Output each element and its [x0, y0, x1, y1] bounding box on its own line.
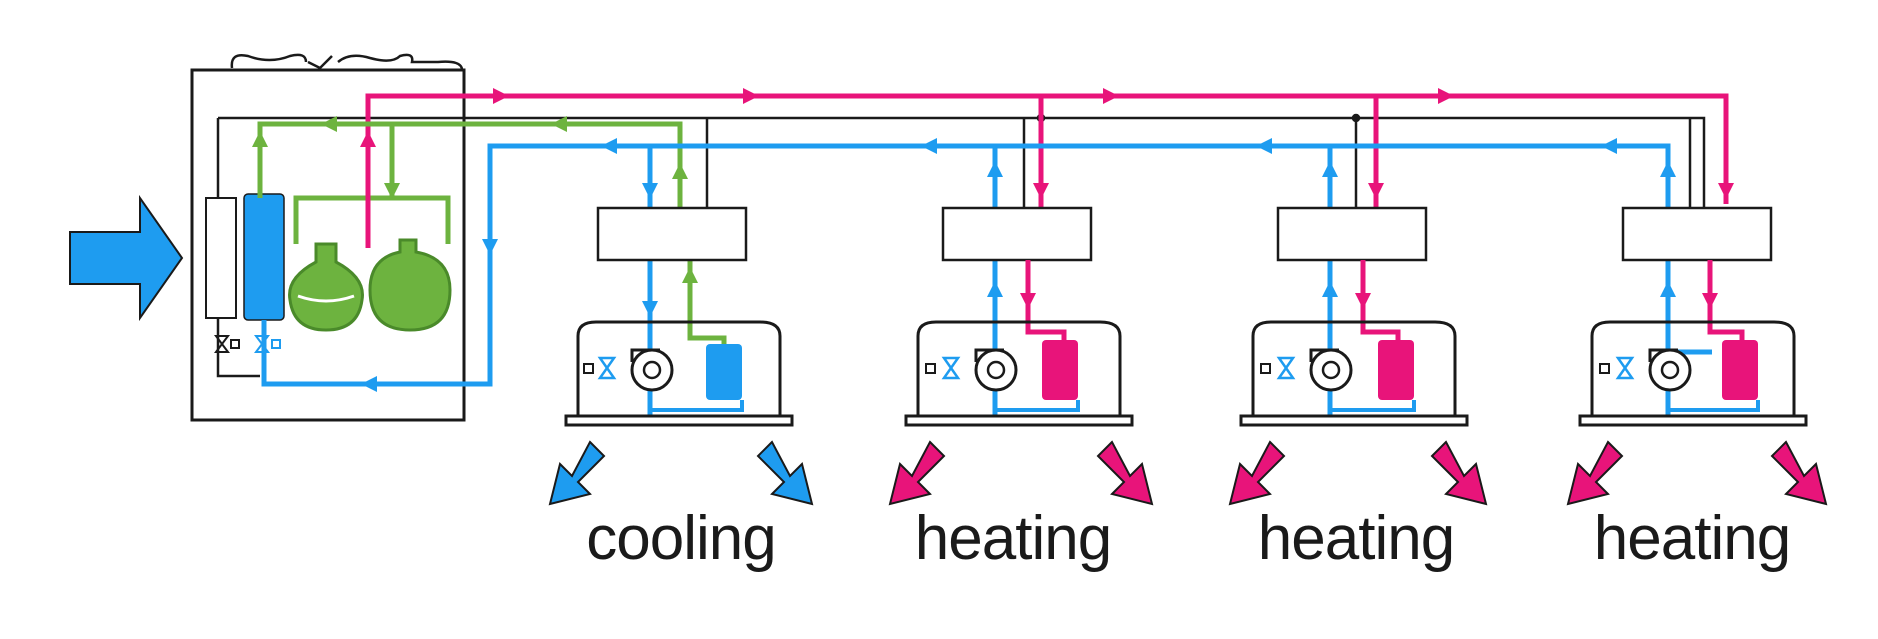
branch-box-1	[596, 206, 748, 262]
expansion-valve-icon	[941, 356, 961, 380]
air-intake-arrow-icon	[69, 194, 184, 322]
unit-1-mode-label: cooling	[586, 504, 776, 573]
indoor-coil-2	[1042, 340, 1078, 400]
outdoor-valve-icon	[214, 335, 230, 353]
indoor-unit-1	[564, 320, 794, 427]
flow-arrow-icon	[1566, 440, 1624, 506]
indoor-coil-4	[1722, 340, 1758, 400]
flow-arrow-icon	[1770, 440, 1828, 506]
branch-controllers	[596, 206, 1773, 262]
receiver	[243, 193, 285, 321]
outdoor-coil	[205, 197, 237, 319]
discharge-arrows	[548, 440, 1828, 506]
fan-icon	[630, 348, 674, 392]
unit-3-mode-label: heating	[1257, 504, 1455, 573]
branch-box-2	[941, 206, 1093, 262]
indoor-unit-2	[904, 320, 1134, 427]
compressor-icon	[368, 238, 452, 332]
hot-gas-branch-drops	[1019, 260, 1745, 350]
outdoor-unit	[190, 53, 466, 422]
fan-icon	[1648, 348, 1692, 392]
fan-icon	[974, 348, 1018, 392]
hot-gas-line	[359, 87, 1735, 212]
indoor-unit-3	[1239, 320, 1469, 427]
outdoor-fan-icon	[230, 53, 464, 71]
indoor-coil-3	[1378, 340, 1414, 400]
expansion-valve-icon	[1615, 356, 1635, 380]
expansion-valve-icon	[1276, 356, 1296, 380]
flow-arrow-icon	[1228, 440, 1286, 506]
unit-4-mode-label: heating	[1593, 504, 1791, 573]
flow-arrow-icon	[548, 440, 606, 506]
flow-arrow-icon	[1096, 440, 1154, 506]
flow-arrow-icon	[1430, 440, 1488, 506]
accumulator-icon	[288, 242, 364, 332]
fan-icon	[1309, 348, 1353, 392]
unit-2-mode-label: heating	[914, 504, 1112, 573]
branch-box-3	[1276, 206, 1428, 262]
branch-box-4	[1621, 206, 1773, 262]
flow-arrow-icon	[888, 440, 946, 506]
expansion-valve-icon	[597, 356, 617, 380]
flow-arrow-icon	[756, 440, 814, 506]
indoor-coil-1	[706, 344, 742, 400]
indoor-unit-4	[1578, 320, 1808, 427]
